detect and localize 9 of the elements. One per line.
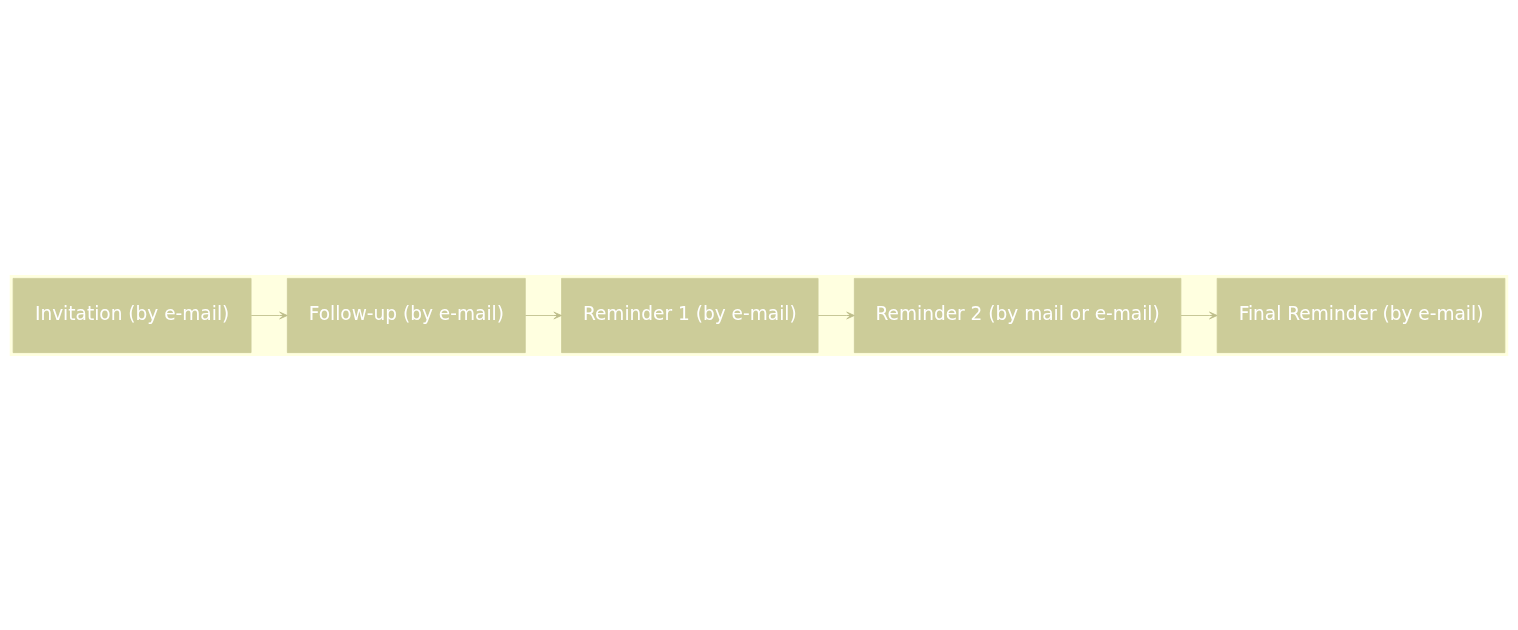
node-box: Invitation (by e-mail) [12,277,252,353]
arrow [1180,311,1218,319]
node-box: Reminder 2 (by mail or e-mail) [853,277,1182,353]
arrow [817,311,855,319]
node-box: Final Reminder (by e-mail) [1216,277,1506,353]
arrow [525,311,562,319]
arrow [250,311,288,319]
node-box: Follow-up (by e-mail) [286,277,526,353]
node-box: Reminder 1 (by e-mail) [561,277,819,353]
